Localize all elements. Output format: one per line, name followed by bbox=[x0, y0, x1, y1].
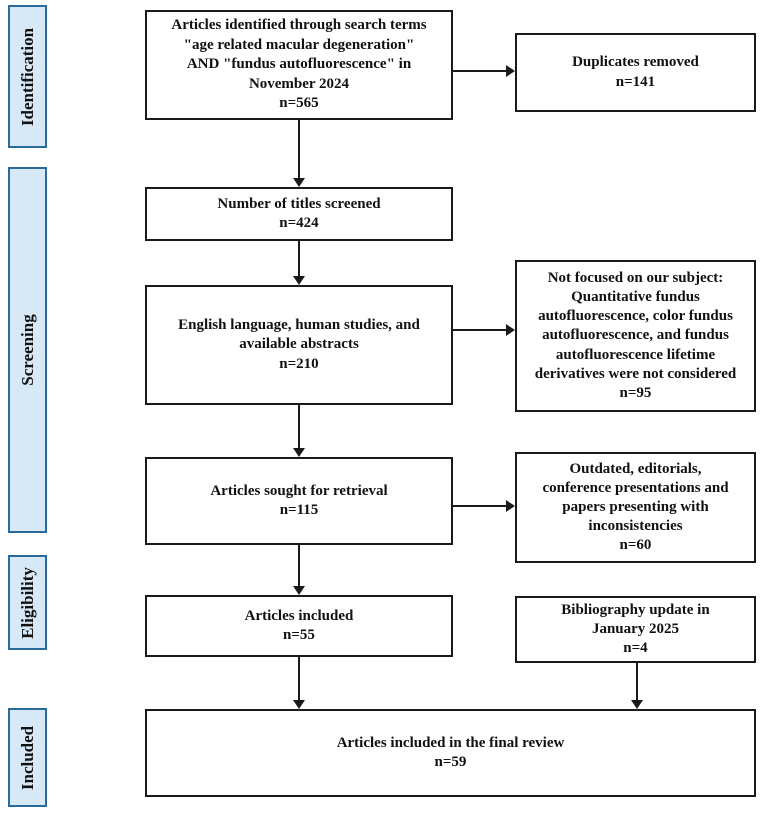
box-english-language: English language, human studies, and ava… bbox=[145, 285, 453, 405]
stage-box-screening: Screening bbox=[8, 167, 47, 533]
box-articles-identified: Articles identified through search terms… bbox=[145, 10, 453, 120]
box-sought-retrieval: Articles sought for retrieval n=115 bbox=[145, 457, 453, 545]
stage-box-identification: Identification bbox=[8, 5, 47, 148]
stage-label-included: Included bbox=[17, 725, 37, 790]
stage-label-eligibility: Eligibility bbox=[17, 566, 37, 639]
box-bibliography-update: Bibliography update in January 2025 n=4 bbox=[515, 596, 756, 663]
box-duplicates-removed: Duplicates removed n=141 bbox=[515, 33, 756, 112]
box-final-review: Articles included in the final review n=… bbox=[145, 709, 756, 797]
box-not-focused: Not focused on our subject: Quantitative… bbox=[515, 260, 756, 412]
box-outdated-excluded: Outdated, editorials, conference present… bbox=[515, 452, 756, 563]
stage-box-eligibility: Eligibility bbox=[8, 555, 47, 650]
box-titles-screened: Number of titles screened n=424 bbox=[145, 187, 453, 241]
stage-label-screening: Screening bbox=[17, 314, 37, 386]
stage-box-included: Included bbox=[8, 708, 47, 807]
stage-label-identification: Identification bbox=[17, 27, 37, 126]
box-articles-included: Articles included n=55 bbox=[145, 595, 453, 657]
